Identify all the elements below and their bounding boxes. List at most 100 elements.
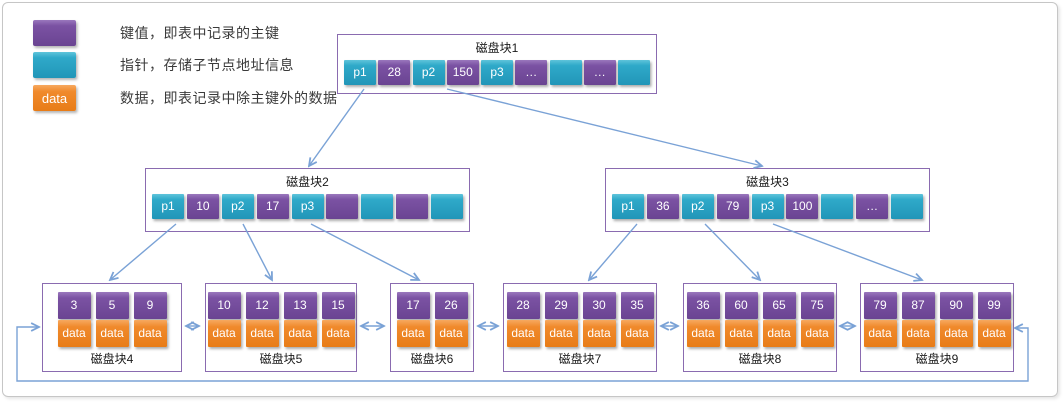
leaf-data-cell: data xyxy=(800,320,834,347)
legend-label-data: 数据，即表记录中除主键外的数据 xyxy=(120,90,338,106)
disk-block-3: 磁盘块3 p1 36 p2 79 p3 100 … xyxy=(605,168,930,232)
leaf-key-cell: 60 xyxy=(724,292,758,319)
leaf-data-cell: data xyxy=(396,320,430,347)
pointer-cell: p3 xyxy=(481,60,513,85)
key-cell-ellipsis: … xyxy=(515,60,548,85)
leaf-key-cell: 13 xyxy=(283,292,317,319)
disk-block-7: 28 data 29 data 30 data 35 data 磁盘块7 xyxy=(503,283,657,372)
disk-block-6-records: 17 data 26 data xyxy=(391,292,473,347)
leaf-key-cell: 36 xyxy=(686,292,720,319)
leaf-key-cell: 26 xyxy=(434,292,468,319)
data-swatch: data xyxy=(33,85,76,111)
disk-block-5-records: 10 data 12 data 13 data 15 data xyxy=(206,292,356,347)
pointer-cell-empty xyxy=(431,194,463,219)
disk-block-5-title: 磁盘块5 xyxy=(259,352,303,366)
leaf-key-cell: 3 xyxy=(57,292,91,319)
pointer-cell: p2 xyxy=(681,194,714,219)
pointer-cell: p2 xyxy=(221,194,254,219)
key-cell: 10 xyxy=(186,194,219,219)
leaf-key-cell: 79 xyxy=(863,292,897,319)
disk-block-2-title: 磁盘块2 xyxy=(286,175,329,189)
key-cell: 100 xyxy=(786,194,819,219)
key-cell-empty xyxy=(326,194,359,219)
disk-block-4-title: 磁盘块4 xyxy=(90,352,134,366)
record: 36 data xyxy=(686,292,720,347)
pointer-cell: p1 xyxy=(344,60,376,85)
record: 26 data xyxy=(434,292,468,347)
record: 65 data xyxy=(762,292,796,347)
disk-block-9-records: 79 data 87 data 90 data 99 data xyxy=(861,292,1013,347)
pointer-cell-empty xyxy=(821,194,854,219)
outer-frame xyxy=(2,2,1058,397)
legend-item-data: data 数据，即表记录中除主键外的数据 xyxy=(33,85,338,111)
leaf-key-cell: 9 xyxy=(133,292,167,319)
leaf-data-cell: data xyxy=(434,320,468,347)
disk-block-3-cells: p1 36 p2 79 p3 100 … xyxy=(606,194,929,219)
pointer-cell: p3 xyxy=(291,194,324,219)
pointer-cell: p3 xyxy=(751,194,784,219)
disk-block-2-cells: p1 10 p2 17 p3 xyxy=(146,194,469,219)
disk-block-2: 磁盘块2 p1 10 p2 17 p3 xyxy=(145,168,470,232)
disk-block-3-title: 磁盘块3 xyxy=(746,175,789,189)
pointer-cell: p2 xyxy=(412,60,445,85)
legend-label-pointer: 指针，存储子节点地址信息 xyxy=(120,57,294,73)
key-cell-ellipsis: … xyxy=(856,194,889,219)
leaf-key-cell: 75 xyxy=(800,292,834,319)
disk-block-4-records: 3 data 5 data 9 data xyxy=(43,292,181,347)
record: 9 data xyxy=(133,292,167,347)
disk-block-1: 磁盘块1 p1 28 p2 150 p3 … … xyxy=(337,34,657,94)
record: 29 data xyxy=(544,292,578,347)
disk-block-8-records: 36 data 60 data 65 data 75 data xyxy=(684,292,836,347)
record: 30 data xyxy=(582,292,616,347)
pointer-cell-empty xyxy=(361,194,394,219)
leaf-key-cell: 90 xyxy=(939,292,973,319)
key-cell: 17 xyxy=(256,194,289,219)
leaf-data-cell: data xyxy=(544,320,578,347)
leaf-data-cell: data xyxy=(620,320,654,347)
pointer-cell-empty xyxy=(618,60,650,85)
leaf-key-cell: 29 xyxy=(544,292,578,319)
disk-block-7-records: 28 data 29 data 30 data 35 data xyxy=(504,292,656,347)
leaf-key-cell: 12 xyxy=(245,292,279,319)
record: 12 data xyxy=(245,292,279,347)
leaf-data-cell: data xyxy=(724,320,758,347)
record: 99 data xyxy=(977,292,1011,347)
leaf-key-cell: 65 xyxy=(762,292,796,319)
leaf-key-cell: 30 xyxy=(582,292,616,319)
key-cell: 36 xyxy=(646,194,679,219)
pointer-cell-empty xyxy=(891,194,923,219)
disk-block-1-title: 磁盘块1 xyxy=(475,41,519,55)
leaf-key-cell: 15 xyxy=(321,292,355,319)
leaf-data-cell: data xyxy=(863,320,897,347)
disk-block-8: 36 data 60 data 65 data 75 data 磁盘块8 xyxy=(683,283,837,372)
leaf-key-cell: 35 xyxy=(620,292,654,319)
leaf-data-cell: data xyxy=(207,320,241,347)
record: 90 data xyxy=(939,292,973,347)
record: 35 data xyxy=(620,292,654,347)
record: 17 data xyxy=(396,292,430,347)
leaf-data-cell: data xyxy=(762,320,796,347)
leaf-key-cell: 28 xyxy=(506,292,540,319)
key-cell-empty xyxy=(396,194,429,219)
disk-block-4: 3 data 5 data 9 data 磁盘块4 xyxy=(42,283,182,372)
leaf-key-cell: 87 xyxy=(901,292,935,319)
leaf-data-cell: data xyxy=(95,320,129,347)
leaf-data-cell: data xyxy=(245,320,279,347)
disk-block-6: 17 data 26 data 磁盘块6 xyxy=(390,283,474,372)
leaf-data-cell: data xyxy=(939,320,973,347)
key-swatch xyxy=(33,20,76,46)
record: 5 data xyxy=(95,292,129,347)
legend-item-pointer: 指针，存储子节点地址信息 xyxy=(33,52,294,78)
disk-block-7-title: 磁盘块7 xyxy=(558,352,602,366)
key-cell: 150 xyxy=(446,60,479,85)
record: 28 data xyxy=(506,292,540,347)
leaf-key-cell: 17 xyxy=(396,292,430,319)
leaf-data-cell: data xyxy=(133,320,167,347)
record: 79 data xyxy=(863,292,897,347)
disk-block-9: 79 data 87 data 90 data 99 data 磁盘块9 xyxy=(860,283,1014,372)
disk-block-1-cells: p1 28 p2 150 p3 … … xyxy=(338,60,656,85)
record: 15 data xyxy=(321,292,355,347)
key-cell: 28 xyxy=(378,60,411,85)
record: 13 data xyxy=(283,292,317,347)
